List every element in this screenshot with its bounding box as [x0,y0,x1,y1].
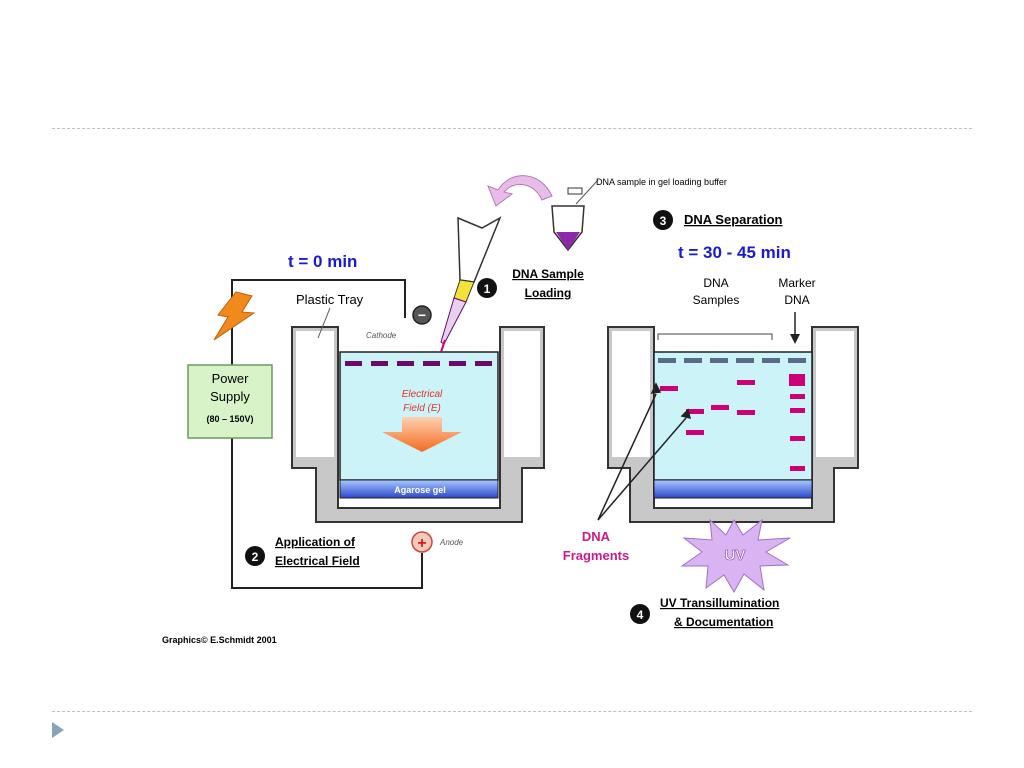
step-4-badge [630,604,650,624]
step-4-number: 4 [637,608,644,622]
dna-fragments-label-1: DNA [582,529,611,544]
cathode-terminal [412,305,432,325]
electrical-field-label-2: Field (E) [403,403,441,414]
step-1-line-1: DNA Sample [512,267,584,281]
sample-label: DNA sample in gel loading buffer [596,177,727,187]
dna-samples-label-2: Samples [693,293,740,307]
agarose-gel-label: Agarose gel [394,485,446,495]
uv-burst-icon [680,518,791,594]
time-start-label: t = 0 min [288,252,357,271]
field-direction-arrow-icon [382,417,462,452]
power-supply-label-1: Power [212,371,250,386]
left-wells [345,361,492,366]
left-gel [339,351,499,481]
step-3-badge [653,210,673,230]
dna-bands [660,380,755,435]
step-2-number: 2 [252,550,259,564]
bottom-divider [52,711,972,712]
power-supply-box [187,364,273,439]
sample-tube-icon [551,187,585,252]
cathode-label: Cathode [366,331,397,340]
right-gel [653,351,813,481]
dna-samples-label-1: DNA [703,276,728,290]
step-1-badge [477,278,497,298]
marker-dna-label-2: DNA [784,293,809,307]
right-wells [658,358,806,363]
agarose-gel-bar [339,479,499,499]
right-gel-bar [653,479,813,499]
marker-arrow-icon [790,334,800,344]
anode-sign: + [417,535,426,552]
step-1-line-2: Loading [525,286,572,300]
marker-dna-label-1: Marker [778,276,815,290]
step-2-line-1: Application of [275,535,356,549]
step-2-line-2: Electrical Field [275,554,360,568]
step-4-line-1: UV Transillumination [660,596,779,610]
graphics-credit: Graphics© E.Schmidt 2001 [162,635,277,645]
step-4-line-2: & Documentation [674,615,773,629]
anode-label: Anode [439,538,464,547]
power-supply-voltage: (80 – 150V) [206,414,253,424]
fragment-pointers [597,382,692,521]
dna-samples-bracket [657,333,773,340]
uv-label: UV [725,547,746,564]
anode-terminal [411,531,433,553]
cathode-sign: − [418,307,426,323]
electrical-field-label-1: Electrical [402,389,443,400]
time-end-label: t = 30 - 45 min [678,243,791,262]
power-supply-label-2: Supply [210,389,250,404]
lightning-bolt-icon [213,291,256,341]
step-1-number: 1 [484,282,491,296]
plastic-tray-label: Plastic Tray [296,292,364,307]
pipette-icon [440,216,502,353]
step-2-badge [245,546,265,566]
dna-fragments-label-2: Fragments [563,548,629,563]
transfer-arrow-icon [487,175,553,207]
step-3-line-1: DNA Separation [684,212,783,227]
marker-bands [789,374,805,471]
step-3-number: 3 [660,214,667,228]
slide-nav-arrow-icon[interactable] [52,722,64,738]
top-divider [52,128,972,129]
